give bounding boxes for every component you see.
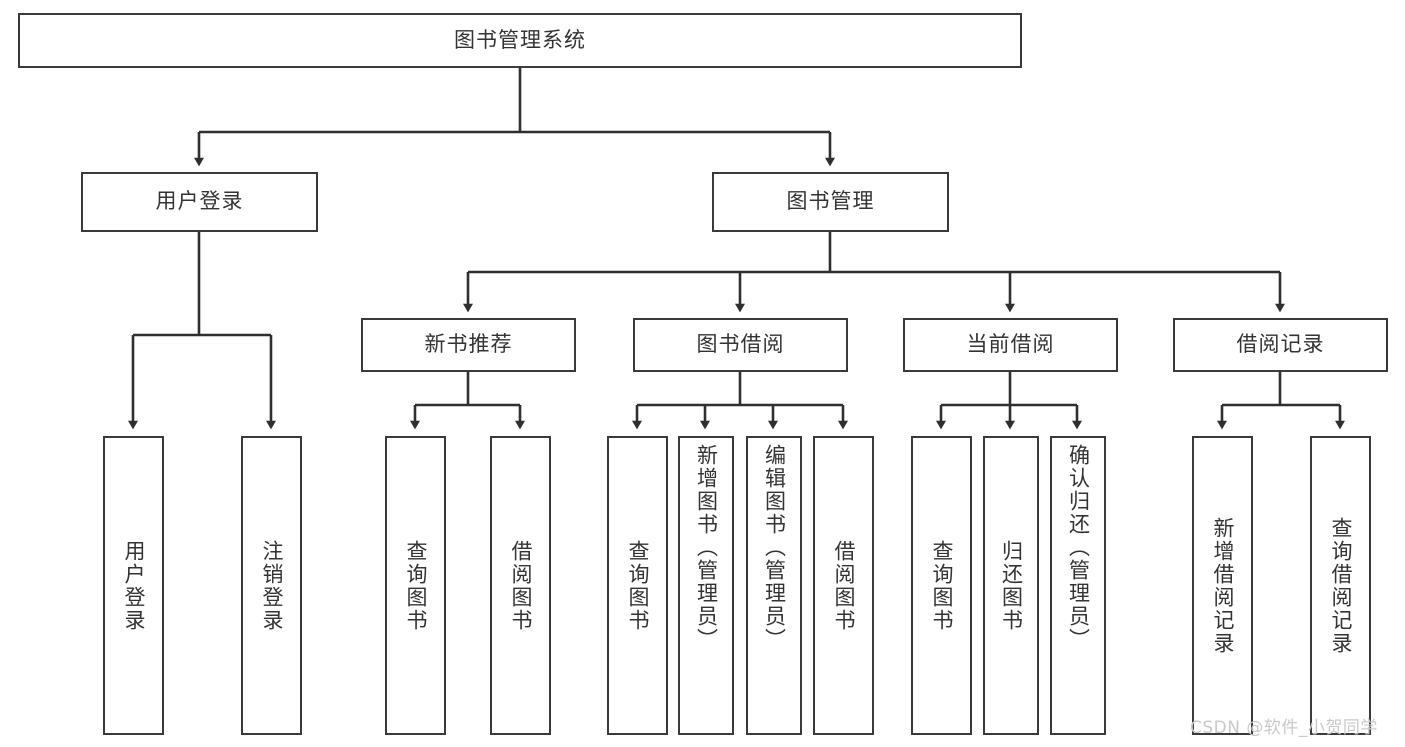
node-label: 查询图书 [929,539,954,632]
leaf-borrow-edit-book-admin[interactable]: 编辑图书（管理员） [746,436,802,735]
leaf-recommend-borrow-book[interactable]: 借阅图书 [490,436,551,735]
node-label: 注销登录 [259,539,284,632]
node-label: 当前借阅 [966,332,1055,357]
leaf-borrow-borrow-book[interactable]: 借阅图书 [813,436,874,735]
node-label: 图书借阅 [696,332,785,357]
node-label: 用户登录 [155,189,244,214]
node-label: 用户登录 [121,539,146,632]
node-label: 图书管理 [786,189,875,214]
node-borrow-record[interactable]: 借阅记录 [1173,318,1388,372]
leaf-user-login-logout[interactable]: 注销登录 [241,436,302,735]
node-book-borrow[interactable]: 图书借阅 [633,318,848,372]
node-label: 借阅图书 [831,539,856,632]
leaf-current-query-book[interactable]: 查询图书 [911,436,972,735]
leaf-borrow-add-book-admin[interactable]: 新增图书（管理员） [678,436,734,735]
node-label: 确认归还（管理员） [1066,444,1091,651]
node-label: 查询图书 [625,539,650,632]
node-label: 新书推荐 [424,332,513,357]
leaf-record-query-record[interactable]: 查询借阅记录 [1310,436,1371,735]
node-user-login[interactable]: 用户登录 [81,172,318,232]
leaf-current-confirm-return-admin[interactable]: 确认归还（管理员） [1050,436,1106,735]
leaf-borrow-query-book[interactable]: 查询图书 [607,436,668,735]
csdn-watermark: CSDN @软件_小贺同学 [1190,718,1378,738]
node-label: 查询图书 [403,539,428,632]
node-label: 编辑图书（管理员） [762,444,787,651]
leaf-user-login-login[interactable]: 用户登录 [103,436,164,735]
node-label: 查询借阅记录 [1328,516,1353,655]
node-book-management[interactable]: 图书管理 [712,172,949,232]
node-new-book-recommend[interactable]: 新书推荐 [361,318,576,372]
leaf-recommend-query-book[interactable]: 查询图书 [385,436,446,735]
node-root-system[interactable]: 图书管理系统 [18,13,1022,68]
node-label: 新增借阅记录 [1210,516,1235,655]
node-label: 借阅图书 [508,539,533,632]
leaf-record-add-record[interactable]: 新增借阅记录 [1192,436,1253,735]
node-current-borrow[interactable]: 当前借阅 [903,318,1118,372]
node-label: 借阅记录 [1236,332,1325,357]
node-label: 新增图书（管理员） [694,444,719,651]
leaf-current-return-book[interactable]: 归还图书 [983,436,1039,735]
node-label: 归还图书 [999,539,1024,632]
node-label: 图书管理系统 [454,27,586,52]
